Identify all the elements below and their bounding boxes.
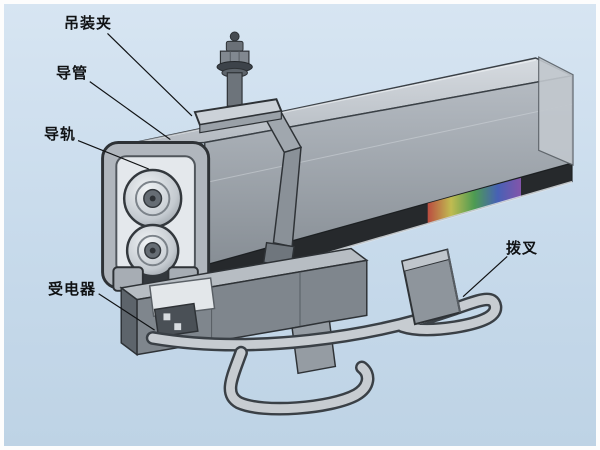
leader-shift-fork <box>462 255 508 298</box>
label-conduit: 导管 <box>56 64 89 82</box>
suspension-bolt-assembly <box>193 31 283 134</box>
bolt-collar <box>226 72 243 107</box>
rail-cross-section <box>101 141 211 293</box>
leader-hanging-clamp <box>107 33 193 117</box>
collector-head <box>148 277 216 338</box>
bolt-top-knob <box>229 31 240 42</box>
box-left-face <box>120 286 138 357</box>
label-hanging-clamp: 吊装夹 <box>64 14 113 32</box>
leader-current-collector <box>98 293 155 331</box>
head-block-dark <box>153 302 199 338</box>
shift-fork-plate <box>401 248 462 326</box>
beam-front-groove <box>204 103 573 184</box>
push-rod-fill <box>148 295 500 350</box>
head-bolt-2 <box>174 323 182 331</box>
label-guide-rail: 导轨 <box>44 125 77 143</box>
roller-upper-ring <box>134 180 171 217</box>
clamp-plate-edge <box>199 110 282 134</box>
iridescent-sheen <box>427 177 521 224</box>
leader-guide-rail <box>77 139 149 170</box>
leader-lines <box>77 33 508 331</box>
handle-fill <box>226 348 372 414</box>
cap-nut <box>225 40 244 52</box>
push-rod <box>145 292 503 352</box>
leader-conduit <box>89 81 171 141</box>
handle-tube <box>223 345 375 416</box>
label-current-collector: 受电器 <box>48 280 97 298</box>
roller-lower-axle <box>149 247 156 254</box>
fork-edge-shade <box>446 249 462 313</box>
roller-upper-axle <box>149 195 156 202</box>
beam-top-highlight <box>113 59 536 149</box>
label-shift-fork: 拨叉 <box>506 239 539 257</box>
conductor-rail-diagram <box>77 31 574 416</box>
beam-end-cap <box>538 56 574 166</box>
roller-lower-ring <box>136 234 169 267</box>
head-bracket-white <box>148 277 216 318</box>
head-bolt-1 <box>163 313 171 321</box>
